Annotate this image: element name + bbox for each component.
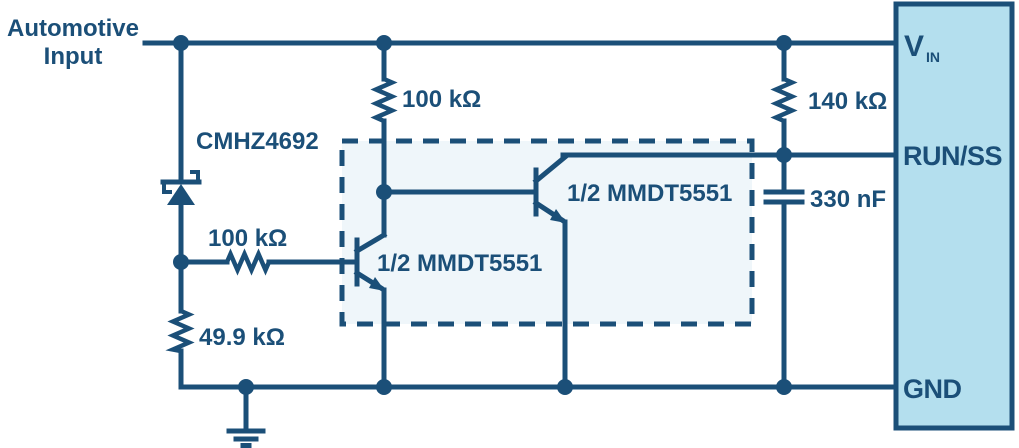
ic-pin-runss-label: RUN/SS	[903, 141, 1002, 171]
junction-dot	[173, 35, 189, 51]
junction-dot	[173, 254, 189, 270]
labels: Automotive Input CMHZ4692 100 kΩ 140 kΩ …	[7, 15, 1003, 404]
resistor-pullup-label: 100 kΩ	[402, 86, 481, 113]
source-label-line1: Automotive	[7, 15, 139, 42]
q2-collector-diagonal	[532, 153, 569, 185]
transistor-q2-symbol	[532, 153, 569, 224]
junction-dot	[238, 379, 254, 395]
transistor-q2-label: 1/2 MMDT5551	[567, 180, 732, 207]
junction-dot	[776, 35, 792, 51]
zener-cathode-hook-right	[190, 170, 200, 181]
resistor-base-label: 100 kΩ	[208, 225, 287, 252]
q1-emitter-arrow	[369, 277, 385, 291]
dual-transistor-package-outline	[339, 138, 755, 327]
source-label-line2: Input	[44, 43, 103, 70]
junction-dot	[376, 35, 392, 51]
ic-pin-vin-label: V	[904, 30, 924, 63]
junction-dot	[776, 379, 792, 395]
ic-pin-gnd-label: GND	[903, 374, 962, 404]
resistor-run-label: 140 kΩ	[808, 88, 887, 115]
resistors	[165, 76, 798, 354]
transistor-q1-label: 1/2 MMDT5551	[377, 250, 542, 277]
ic-pin-vin-subscript: IN	[926, 49, 940, 65]
zener-cathode-hook-left	[162, 183, 172, 194]
resistor-pullup-symbol	[370, 76, 398, 124]
capacitor-symbol	[763, 189, 805, 205]
transistor-q1-symbol	[353, 231, 388, 292]
resistor-run-symbol	[770, 76, 798, 124]
resistor-divider-symbol	[165, 308, 195, 354]
capacitor-label: 330 nF	[810, 186, 886, 213]
junction-dot	[376, 379, 392, 395]
junction-dot	[776, 147, 792, 163]
zener-diode-symbol	[160, 170, 202, 205]
q1-collector-diagonal	[353, 231, 388, 255]
junction-dot	[376, 184, 392, 200]
junction-dots	[173, 35, 792, 395]
zener-label: CMHZ4692	[196, 128, 319, 155]
regulator-ic-block	[893, 1, 1015, 431]
junction-dot	[557, 379, 573, 395]
q2-emitter-arrow	[550, 209, 566, 223]
wires	[142, 40, 899, 432]
zener-anode-triangle	[167, 184, 195, 205]
resistor-divider-label: 49.9 kΩ	[199, 324, 285, 351]
ground-symbol	[226, 428, 266, 448]
resistor-base-symbol	[224, 248, 272, 276]
